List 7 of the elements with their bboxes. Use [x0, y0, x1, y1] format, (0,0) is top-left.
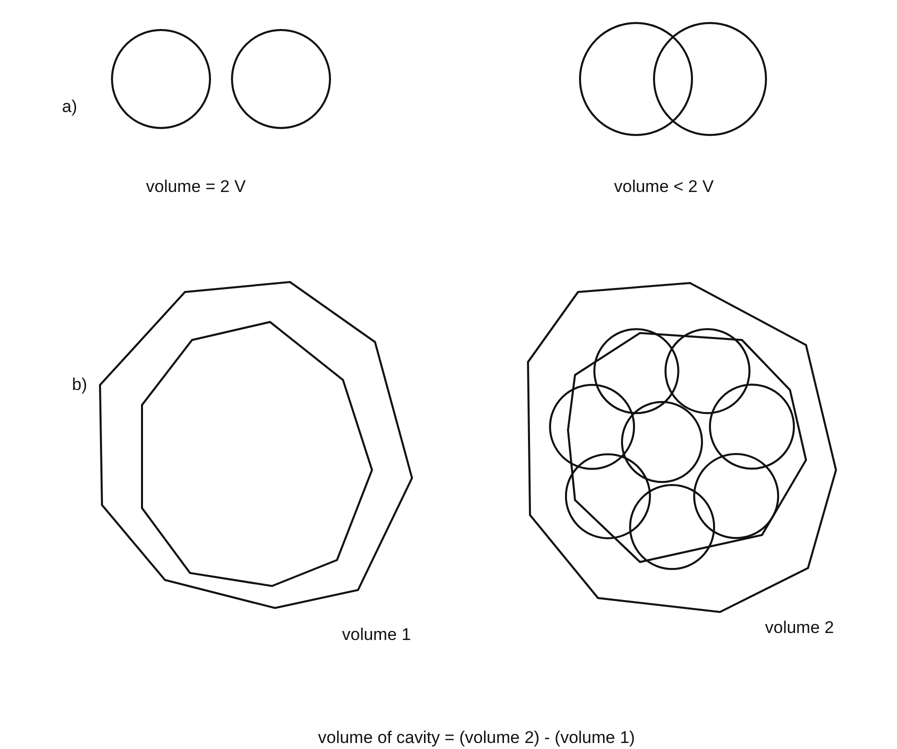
panel-label: a): [62, 97, 78, 117]
volume-label: volume 2: [765, 618, 834, 638]
panel-label: b): [72, 375, 88, 395]
formula-text: volume of cavity = (volume 2) - (volume 1): [318, 728, 635, 748]
volume-label: volume 1: [342, 625, 411, 645]
volume-label: volume < 2 V: [614, 177, 714, 197]
volume-label: volume = 2 V: [146, 177, 246, 197]
